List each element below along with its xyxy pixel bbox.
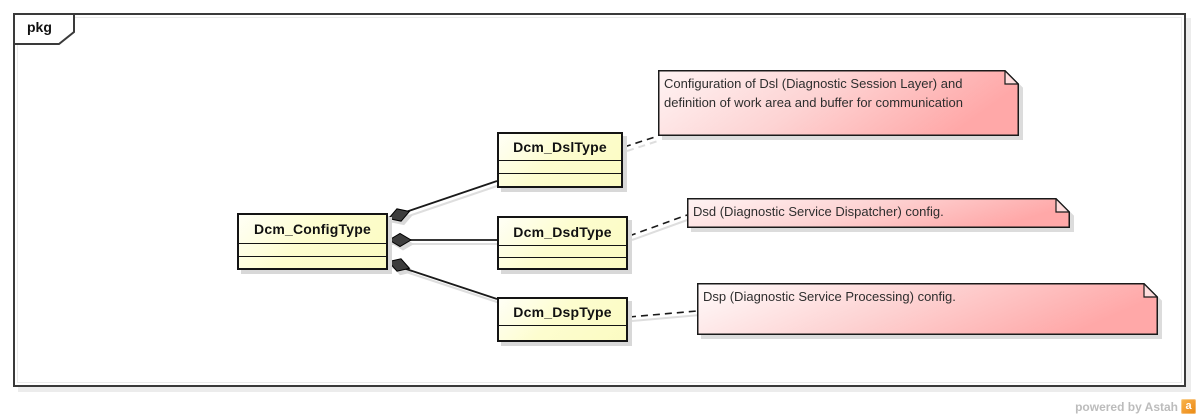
class-name: Dcm_ConfigType (254, 221, 371, 237)
class-dcm-configtype: Dcm_ConfigType (237, 213, 388, 270)
watermark: powered by Astah a (1075, 399, 1196, 414)
package-tab-label: pkg (27, 19, 52, 35)
class-name: Dcm_DsdType (513, 223, 612, 240)
class-operations-compartment (499, 173, 621, 186)
note-fold-icon (1004, 70, 1019, 85)
astah-logo-icon: a (1181, 399, 1196, 414)
class-operations-compartment (499, 257, 626, 268)
note-text: Dsd (Diagnostic Service Dispatcher) conf… (693, 204, 944, 219)
class-name: Dcm_DslType (513, 139, 607, 155)
note-dsl-config: Configuration of Dsl (Diagnostic Session… (658, 70, 1019, 136)
class-name: Dcm_DspType (513, 304, 612, 320)
class-attributes-compartment (499, 160, 621, 173)
note-fold-icon (1143, 283, 1158, 298)
note-text: Dsp (Diagnostic Service Processing) conf… (703, 289, 956, 304)
note-dsd-config: Dsd (Diagnostic Service Dispatcher) conf… (687, 198, 1070, 228)
watermark-text: powered by Astah (1075, 399, 1178, 414)
class-attributes-compartment (239, 243, 386, 256)
package-tab-shape (13, 13, 75, 45)
note-text: Configuration of Dsl (Diagnostic Session… (664, 76, 963, 110)
class-attributes-compartment (499, 245, 626, 257)
note-shape (687, 198, 1070, 228)
class-operations-compartment (239, 256, 386, 268)
note-shape (658, 70, 1019, 136)
class-dcm-dsptype: Dcm_DspType (497, 297, 628, 342)
class-dcm-dsdtype: Dcm_DsdType (497, 216, 628, 270)
note-dsp-config: Dsp (Diagnostic Service Processing) conf… (697, 283, 1158, 335)
class-attributes-compartment (499, 325, 626, 340)
note-fold-icon (1055, 198, 1070, 213)
note-shape (697, 283, 1158, 335)
class-dcm-dsltype: Dcm_DslType (497, 132, 623, 188)
